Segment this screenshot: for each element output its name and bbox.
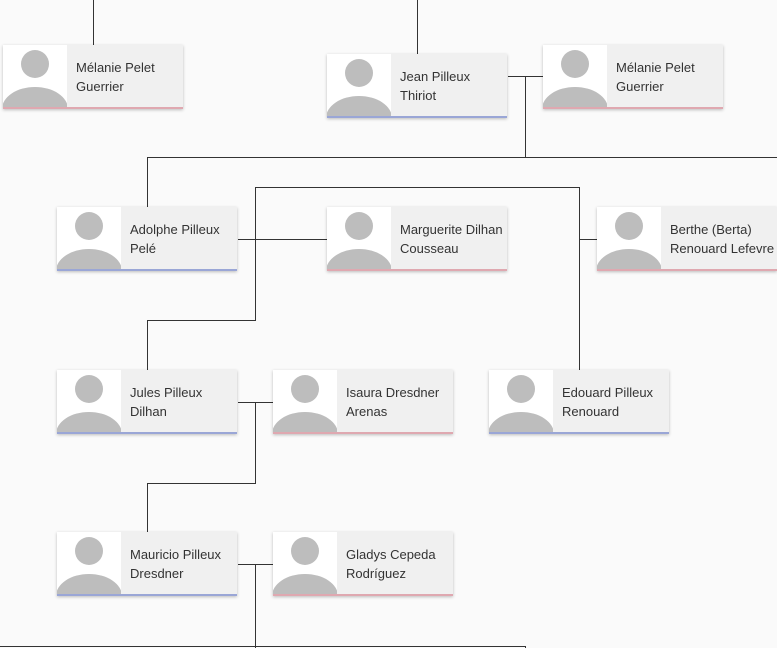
person-first-name: Edouard Pilleux [562, 385, 654, 400]
connector-line [579, 239, 597, 240]
connector-line [147, 157, 777, 158]
person-name: Isaura Dresdner Arenas [346, 383, 452, 421]
person-card-jean-pilleux[interactable]: Jean Pilleux Thiriot [327, 54, 507, 118]
person-card-marguerite-dilhan[interactable]: Marguerite Dilhan Cousseau [327, 207, 507, 271]
person-card-melanie-pelet-2[interactable]: Mélanie Pelet Guerrier [543, 45, 723, 109]
person-last-name: Renouard [562, 404, 620, 419]
connector-line [525, 646, 526, 648]
person-name: Berthe (Berta) Renouard Lefevre [670, 220, 776, 258]
person-last-name: Thiriot [400, 88, 437, 103]
person-first-name: Isaura Dresdner [346, 385, 440, 400]
person-last-name: Dresdner [130, 566, 184, 581]
person-last-name: Rodríguez [346, 566, 406, 581]
connector-line [147, 157, 148, 207]
connector-line [147, 483, 148, 532]
person-silhouette-icon [327, 207, 391, 269]
connector-line [147, 320, 256, 321]
person-last-name: Arenas [346, 404, 388, 419]
person-first-name: Jean Pilleux [400, 69, 471, 84]
person-first-name: Berthe (Berta) [670, 222, 752, 237]
person-name: Jean Pilleux Thiriot [400, 67, 506, 105]
person-first-name: Mélanie Pelet [76, 60, 155, 75]
connector-line [238, 239, 327, 240]
connector-line [255, 187, 580, 188]
person-silhouette-icon [597, 207, 661, 269]
person-name: Edouard Pilleux Renouard [562, 383, 668, 421]
person-card-berthe-renouard[interactable]: Berthe (Berta) Renouard Lefevre [597, 207, 777, 271]
person-silhouette-icon [57, 532, 121, 594]
person-first-name: Gladys Cepeda [346, 547, 436, 562]
person-card-gladys-cepeda[interactable]: Gladys Cepeda Rodríguez [273, 532, 453, 596]
person-last-name: Dilhan [130, 404, 167, 419]
person-last-name: Guerrier [76, 79, 124, 94]
connector-line [0, 646, 526, 647]
person-name: Jules Pilleux Dilhan [130, 383, 236, 421]
person-silhouette-icon [489, 370, 553, 432]
connector-line [579, 187, 580, 370]
person-card-jules-pilleux[interactable]: Jules Pilleux Dilhan [57, 370, 237, 434]
person-name: Mélanie Pelet Guerrier [76, 58, 182, 96]
person-card-melanie-pelet-1[interactable]: Mélanie Pelet Guerrier [3, 45, 183, 109]
person-name: Gladys Cepeda Rodríguez [346, 545, 452, 583]
person-first-name: Mélanie Pelet [616, 60, 695, 75]
person-first-name: Jules Pilleux [130, 385, 203, 400]
person-card-adolphe-pilleux[interactable]: Adolphe Pilleux Pelé [57, 207, 237, 271]
connector-line [417, 0, 418, 54]
connector-line [255, 187, 256, 321]
person-last-name: Guerrier [616, 79, 664, 94]
person-first-name: Adolphe Pilleux [130, 222, 220, 237]
person-card-isaura-dresdner[interactable]: Isaura Dresdner Arenas [273, 370, 453, 434]
person-silhouette-icon [273, 532, 337, 594]
person-silhouette-icon [57, 370, 121, 432]
connector-line [93, 0, 94, 45]
person-last-name: Cousseau [400, 241, 459, 256]
person-name: Mélanie Pelet Guerrier [616, 58, 722, 96]
connector-line [525, 76, 526, 158]
person-card-mauricio-pilleux[interactable]: Mauricio Pilleux Dresdner [57, 532, 237, 596]
person-first-name: Marguerite Dilhan [400, 222, 503, 237]
person-name: Marguerite Dilhan Cousseau [400, 220, 506, 258]
connector-line [255, 564, 256, 648]
person-first-name: Mauricio Pilleux [130, 547, 222, 562]
person-card-edouard-pilleux[interactable]: Edouard Pilleux Renouard [489, 370, 669, 434]
person-name: Mauricio Pilleux Dresdner [130, 545, 236, 583]
person-last-name: Pelé [130, 241, 157, 256]
person-name: Adolphe Pilleux Pelé [130, 220, 236, 258]
connector-line [255, 402, 256, 484]
connector-line [147, 320, 148, 370]
person-silhouette-icon [3, 45, 67, 107]
person-last-name: Renouard Lefevre [670, 241, 775, 256]
connector-line [147, 483, 256, 484]
person-silhouette-icon [327, 54, 391, 116]
person-silhouette-icon [273, 370, 337, 432]
person-silhouette-icon [543, 45, 607, 107]
person-silhouette-icon [57, 207, 121, 269]
